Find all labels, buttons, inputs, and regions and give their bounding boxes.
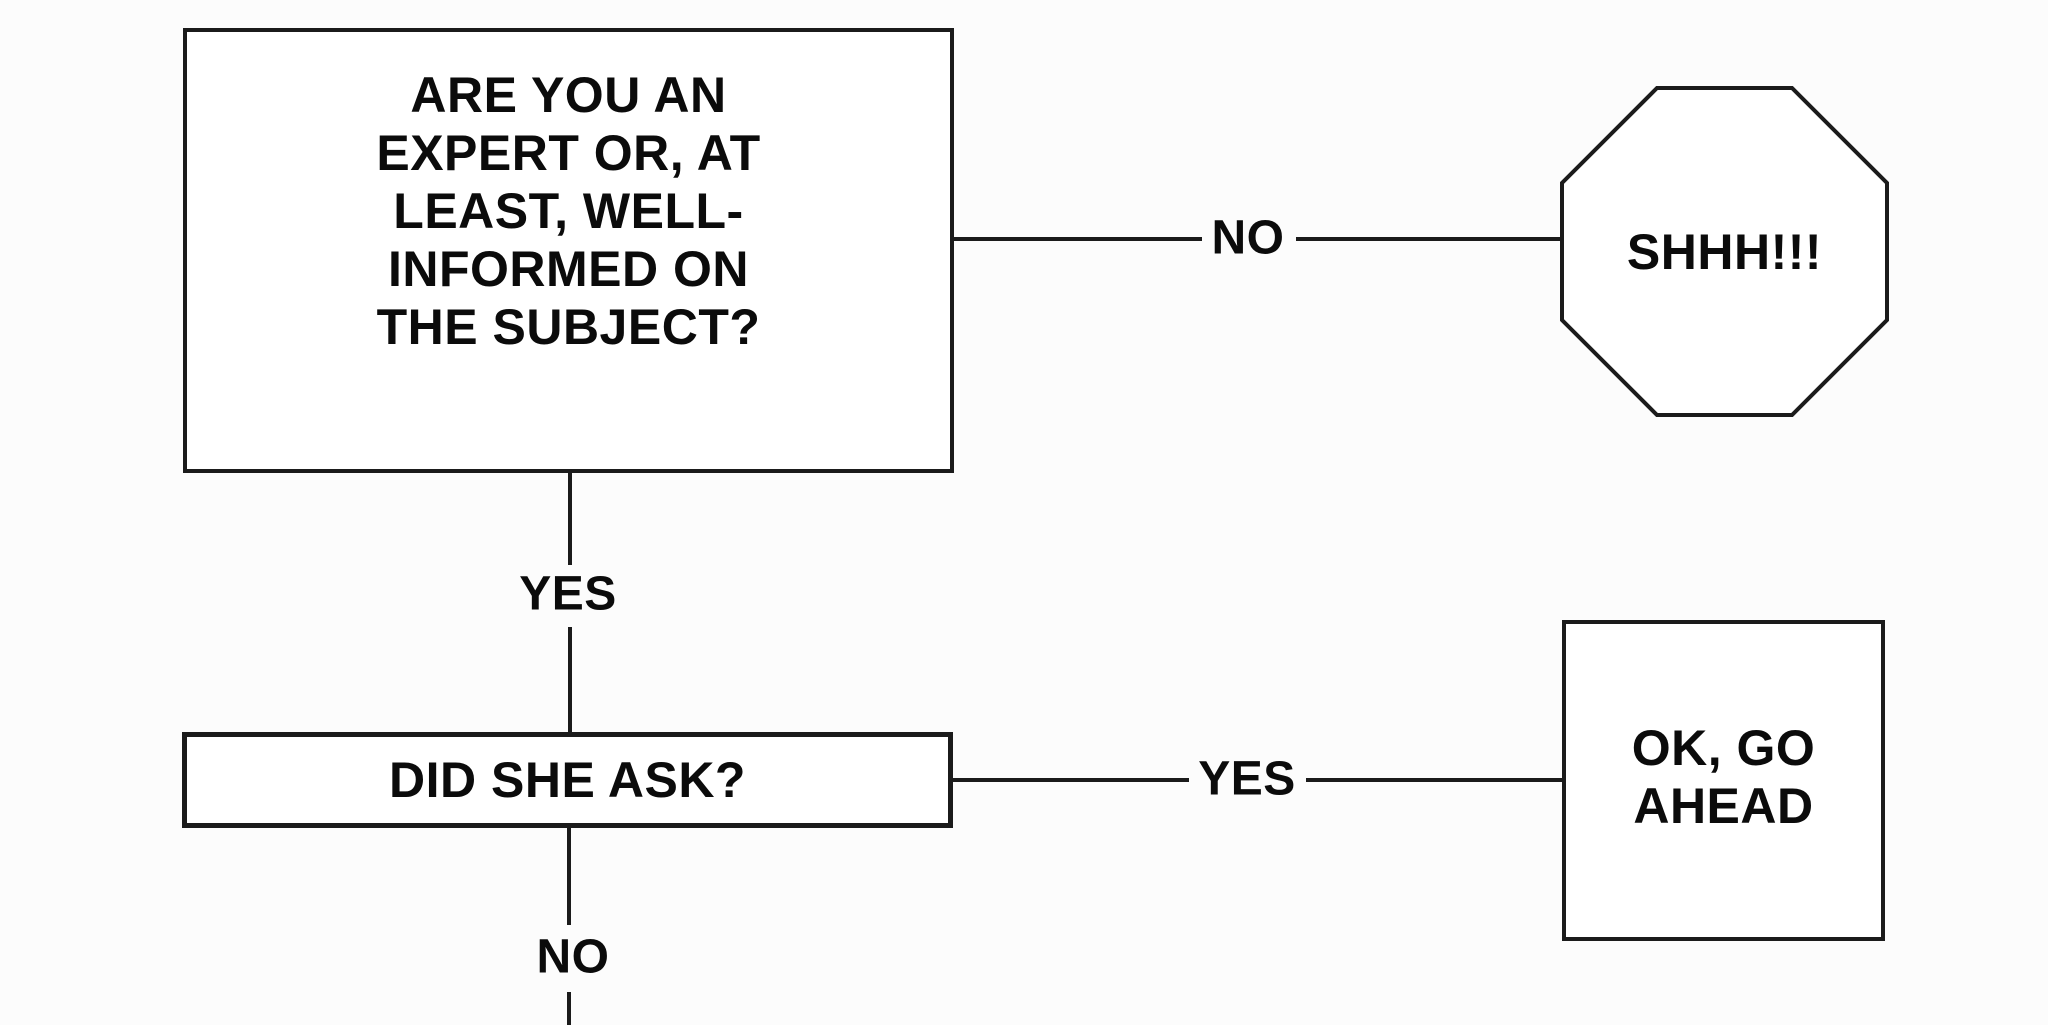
node-did-she-ask: DID SHE ASK? xyxy=(182,732,953,828)
node-stop-text: SHHH!!! xyxy=(1626,223,1823,280)
edge-no-top-line-right xyxy=(1296,237,1564,241)
edge-yes-right-line-left xyxy=(953,778,1189,782)
node-expert-question-text: ARE YOU AN EXPERT OR, AT LEAST, WELL- IN… xyxy=(376,67,761,355)
node-did-she-ask-text: DID SHE ASK? xyxy=(389,752,746,808)
edge-label-yes-right: YES xyxy=(1198,752,1296,806)
edge-label-yes-mid: YES xyxy=(519,567,617,621)
node-stop-octagon: SHHH!!! xyxy=(1560,86,1889,417)
node-go-ahead: OK, GO AHEAD xyxy=(1562,620,1885,941)
edge-yes-right-line-right xyxy=(1306,778,1564,782)
edge-no-bottom-line-stub xyxy=(567,992,571,1025)
node-go-ahead-text: OK, GO AHEAD xyxy=(1631,719,1816,834)
edge-label-no-top: NO xyxy=(1211,211,1285,265)
edge-no-top-line-left xyxy=(954,237,1202,241)
edge-yes-mid-line-bottom xyxy=(568,627,572,732)
octagon-outline xyxy=(1560,86,1889,417)
edge-no-bottom-line-top xyxy=(567,828,571,925)
octagon-shape-icon xyxy=(1560,86,1889,417)
node-expert-question: ARE YOU AN EXPERT OR, AT LEAST, WELL- IN… xyxy=(183,28,954,473)
edge-label-no-bottom: NO xyxy=(536,930,610,984)
edge-yes-mid-line-top xyxy=(568,473,572,565)
